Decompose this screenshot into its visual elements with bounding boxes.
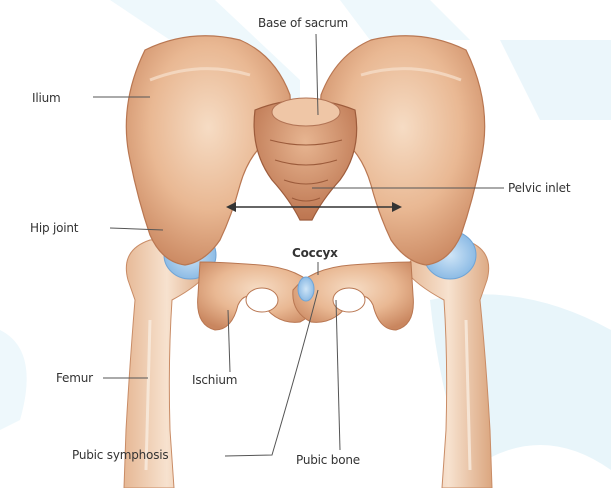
label-ischium: Ischium — [192, 373, 237, 387]
label-pubic-bone: Pubic bone — [296, 453, 360, 467]
label-femur: Femur — [56, 371, 93, 385]
label-pubic-symphysis: Pubic symphosis — [72, 448, 168, 462]
label-base-of-sacrum: Base of sacrum — [258, 16, 348, 30]
label-ilium: Ilium — [32, 91, 61, 105]
label-pelvic-inlet: Pelvic inlet — [508, 181, 570, 195]
pubic-symphysis-cartilage — [298, 277, 314, 301]
label-coccyx: Coccyx — [292, 246, 338, 260]
label-hip-joint: Hip joint — [30, 221, 78, 235]
watermark — [0, 0, 611, 470]
sacrum — [254, 98, 357, 220]
